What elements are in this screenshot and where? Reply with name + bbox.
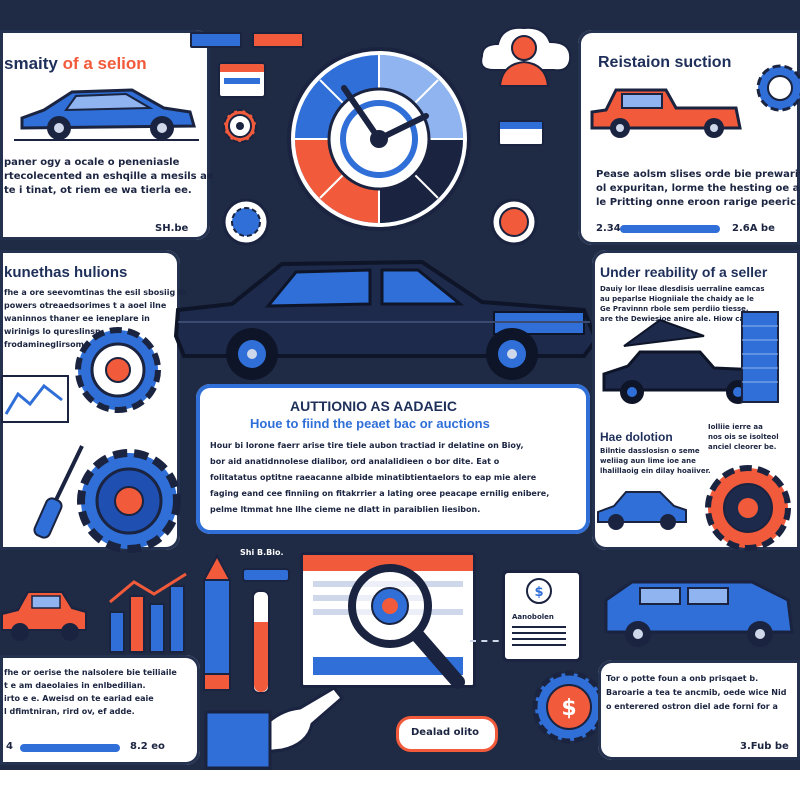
- panel-center-title: AUTTIONIO AS AADAEIC: [290, 398, 457, 414]
- car-icon: [1, 591, 87, 641]
- dollar-icon: $: [532, 670, 606, 744]
- badge-label: Aanobolen: [512, 613, 554, 621]
- screwdriver-icon: [33, 445, 84, 539]
- svg-text:$: $: [534, 585, 543, 600]
- car-icon: [602, 318, 766, 404]
- panel-right-mid-subtitle: Hae dolotion: [600, 430, 673, 444]
- gear-icon: [222, 198, 270, 246]
- pencil-icon: [202, 554, 232, 691]
- car-icon: [590, 88, 742, 138]
- panel-top-right-stat-right: 2.6A be: [732, 223, 775, 234]
- panel-top-left-title: smaity of a selion: [4, 54, 147, 73]
- gear-icon: [756, 64, 800, 112]
- panel-top-left: [0, 30, 210, 240]
- chart-icon: [741, 311, 779, 403]
- tube-icon: [252, 590, 270, 694]
- panel-right-mid-sidebody: Iolliie ierre aa nos ois se isolteol anc…: [708, 423, 779, 451]
- mini-window-2: [498, 120, 544, 146]
- hand-icon: [204, 686, 345, 770]
- panel-bottom-left-stat-right: 8.2 eo: [130, 741, 165, 752]
- panel-top-right-title: Reistaion suction: [598, 54, 732, 71]
- chart-label: Shi B.Bio.: [240, 548, 284, 557]
- pill-orange: [252, 32, 304, 48]
- car-icon: [173, 259, 599, 380]
- panel-center: [196, 384, 590, 534]
- car-icon: [604, 580, 794, 647]
- dealad-button-label: Dealad olito: [411, 727, 480, 738]
- car-icon: [14, 88, 199, 141]
- panel-right-mid-subbody: Bilntie dasslosisn o seme weliiag aun li…: [600, 447, 711, 475]
- dotted-line: [470, 640, 510, 642]
- panel-bottom-right-body: Tor o potte foun a onb prisqaet b. Baroa…: [606, 674, 787, 711]
- gear-icon: [490, 198, 538, 246]
- gear-icon: [77, 449, 181, 553]
- progress-bar: [20, 744, 120, 752]
- panel-left-mid-title: kunethas hulions: [4, 264, 128, 281]
- panel-bottom-right-footer: 3.Fub be: [740, 741, 789, 752]
- clipboard-icon: $: [526, 578, 552, 604]
- chart-icon: [1, 375, 69, 423]
- panel-top-right: [578, 30, 800, 245]
- dealad-button[interactable]: Dealad olito: [396, 716, 498, 752]
- mini-window: [218, 62, 266, 98]
- panel-bottom-right: [598, 660, 800, 760]
- panel-center-subtitle: Houe to fiind the peaet bac or auctions: [250, 416, 490, 431]
- chart-icon: [109, 572, 187, 653]
- pill-blue: [242, 568, 290, 582]
- badge-lines: [512, 626, 566, 646]
- progress-bar: [620, 225, 720, 233]
- car-icon: [597, 491, 687, 530]
- panel-top-left-body: paner ogy a ocale o peneniasle rtecolece…: [4, 157, 214, 196]
- pill-blue: [190, 32, 242, 48]
- gear-icon: [223, 109, 257, 143]
- person-icon: [498, 35, 550, 87]
- svg-text:$: $: [561, 696, 576, 721]
- bottom-strip: [0, 770, 800, 800]
- panel-top-right-stat-left: 2.34: [596, 223, 621, 234]
- magnifier-icon: [348, 564, 465, 689]
- panel-bottom-left-body: fhe or oerise the nalsolere bie teiliail…: [4, 668, 177, 716]
- panel-left-mid-body: fhe a ore seevomtinas the esil sbosiig i…: [4, 288, 187, 349]
- gear-icon: [75, 327, 161, 413]
- panel-top-right-body: Pease aolsm slises orde bie prewarive. o…: [596, 169, 800, 208]
- panel-top-left-footer: SH.be: [155, 223, 189, 234]
- panel-center-body: Hour bi lorone faerr arise tire tiele au…: [210, 441, 550, 514]
- gauge-icon: [287, 47, 471, 231]
- panel-bottom-left-stat-left: 4: [6, 741, 13, 752]
- panel-right-mid-title: Under reability of a seller: [600, 264, 768, 280]
- gear-icon: [705, 465, 791, 551]
